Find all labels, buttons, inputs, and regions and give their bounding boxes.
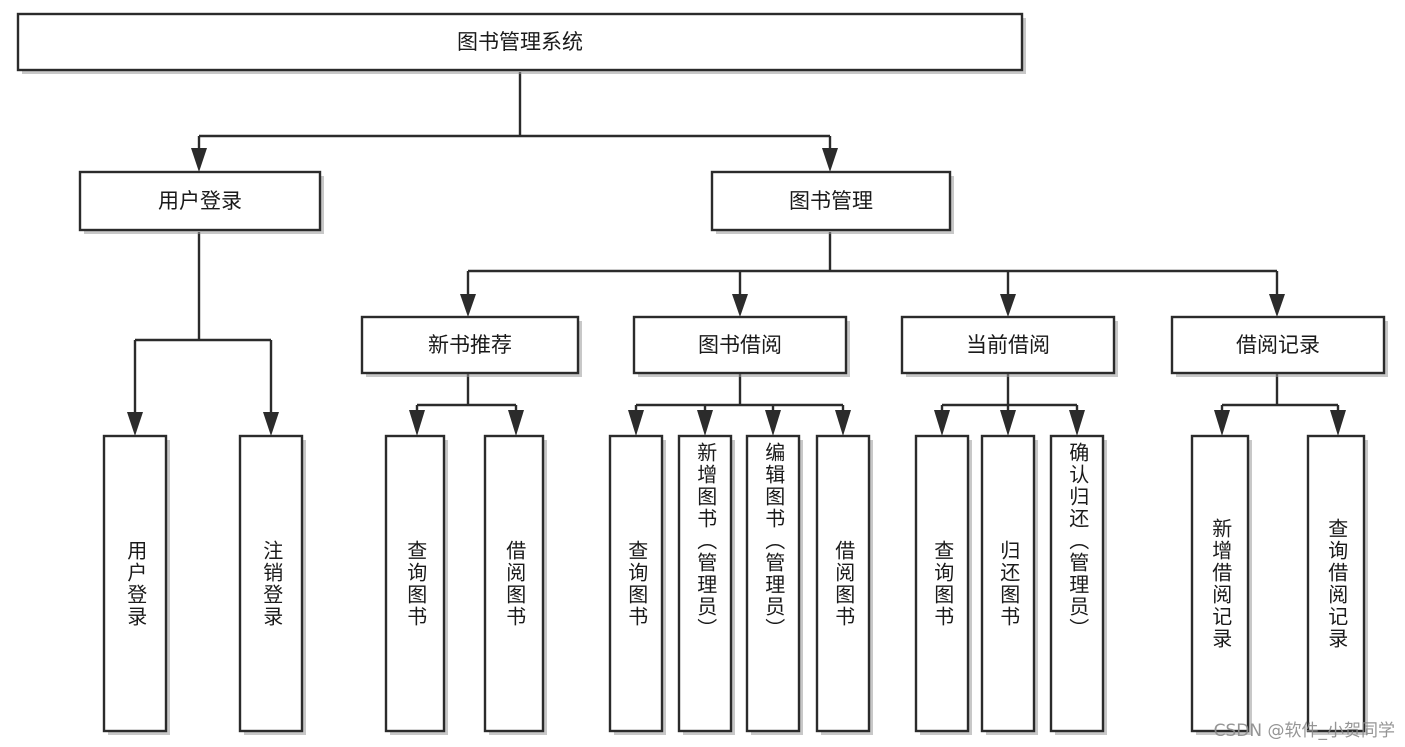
leaf-cb-3-box[interactable] xyxy=(1049,434,1105,733)
leaf-bb-2[interactable] xyxy=(677,434,735,735)
leaf-nbr-1[interactable] xyxy=(384,434,448,735)
arrow-nbr-leaf-1 xyxy=(409,410,425,436)
leaf-br-2-box[interactable] xyxy=(1306,434,1366,733)
node-root-box[interactable] xyxy=(16,12,1024,72)
node-current-borrow-label: 当前借阅 xyxy=(966,333,1050,357)
node-current-borrow-box[interactable] xyxy=(900,315,1116,375)
leaf-user-login-1-box[interactable] xyxy=(102,434,168,733)
node-book-manage[interactable]: 图书管理 xyxy=(710,170,954,234)
connector-group-book-manage xyxy=(460,232,1285,317)
leaf-user-login-1[interactable] xyxy=(102,434,170,735)
connector-group-root xyxy=(191,72,838,172)
leaf-user-login-2-box[interactable] xyxy=(238,434,304,733)
leaf-cb-3[interactable] xyxy=(1049,434,1107,735)
node-book-manage-label: 图书管理 xyxy=(789,189,873,213)
arrow-bb-leaf-1 xyxy=(628,410,644,436)
connector-group-borrow-record xyxy=(1214,373,1346,436)
leaf-nbr-2[interactable] xyxy=(483,434,547,735)
connector-group-current-borrow xyxy=(934,373,1085,436)
leaf-cb-2-box[interactable] xyxy=(980,434,1036,733)
node-current-borrow[interactable]: 当前借阅 xyxy=(900,315,1118,377)
leaf-cb-1[interactable] xyxy=(914,434,972,735)
leaf-cb-2[interactable] xyxy=(980,434,1038,735)
node-book-borrow-box[interactable] xyxy=(632,315,848,375)
node-book-borrow[interactable]: 图书借阅 xyxy=(632,315,850,377)
node-book-borrow-label: 图书借阅 xyxy=(698,333,782,357)
node-borrow-record-box[interactable] xyxy=(1170,315,1386,375)
leaf-bb-3-box[interactable] xyxy=(745,434,801,733)
arrow-to-leaf-user-login xyxy=(127,412,143,436)
leaf-cb-1-box[interactable] xyxy=(914,434,970,733)
arrow-root-to-book-manage xyxy=(822,148,838,172)
arrow-to-leaf-logout xyxy=(263,412,279,436)
arrow-br-leaf-2 xyxy=(1330,410,1346,436)
arrow-cb-leaf-3 xyxy=(1069,410,1085,436)
leaf-bb-4[interactable] xyxy=(815,434,873,735)
leaf-nbr-1-box[interactable] xyxy=(384,434,446,733)
leaf-bb-1-box[interactable] xyxy=(608,434,664,733)
arrow-cb-leaf-1 xyxy=(934,410,950,436)
arrow-br-leaf-1 xyxy=(1214,410,1230,436)
arrow-bb-leaf-2 xyxy=(697,410,713,436)
leaf-bb-4-box[interactable] xyxy=(815,434,871,733)
arrow-to-current-borrow xyxy=(1000,294,1016,317)
arrow-bb-leaf-3 xyxy=(765,410,781,436)
leaf-br-1[interactable] xyxy=(1190,434,1252,735)
leaf-bb-1[interactable] xyxy=(608,434,666,735)
arrow-cb-leaf-2 xyxy=(1000,410,1016,436)
arrow-to-borrow-record xyxy=(1269,294,1285,317)
arrow-nbr-leaf-2 xyxy=(508,410,524,436)
leaf-br-1-box[interactable] xyxy=(1190,434,1250,733)
node-root[interactable]: 图书管理系统 xyxy=(16,12,1026,74)
leaf-bb-2-box[interactable] xyxy=(677,434,733,733)
node-borrow-record-label: 借阅记录 xyxy=(1236,333,1320,357)
node-new-book-recommend-label: 新书推荐 xyxy=(428,333,512,357)
leaf-nbr-2-box[interactable] xyxy=(483,434,545,733)
arrow-bb-leaf-4 xyxy=(835,410,851,436)
node-borrow-record[interactable]: 借阅记录 xyxy=(1170,315,1388,377)
arrow-root-to-user-login xyxy=(191,148,207,172)
node-user-login[interactable]: 用户登录 xyxy=(78,170,324,234)
connector-group-book-borrow xyxy=(628,373,851,436)
arrow-to-new-book-recommend xyxy=(460,294,476,317)
connector-group-user-login xyxy=(127,232,279,436)
connector-group-new-book-recommend xyxy=(409,373,524,436)
node-new-book-recommend[interactable]: 新书推荐 xyxy=(360,315,582,377)
node-user-login-label: 用户登录 xyxy=(158,189,242,213)
arrow-to-book-borrow xyxy=(732,294,748,317)
node-new-book-recommend-box[interactable] xyxy=(360,315,580,375)
leaf-bb-3[interactable] xyxy=(745,434,803,735)
leaf-br-2[interactable] xyxy=(1306,434,1368,735)
node-root-label: 图书管理系统 xyxy=(457,30,583,54)
node-user-login-box[interactable] xyxy=(78,170,322,232)
node-book-manage-box[interactable] xyxy=(710,170,952,232)
leaf-user-login-2[interactable] xyxy=(238,434,306,735)
